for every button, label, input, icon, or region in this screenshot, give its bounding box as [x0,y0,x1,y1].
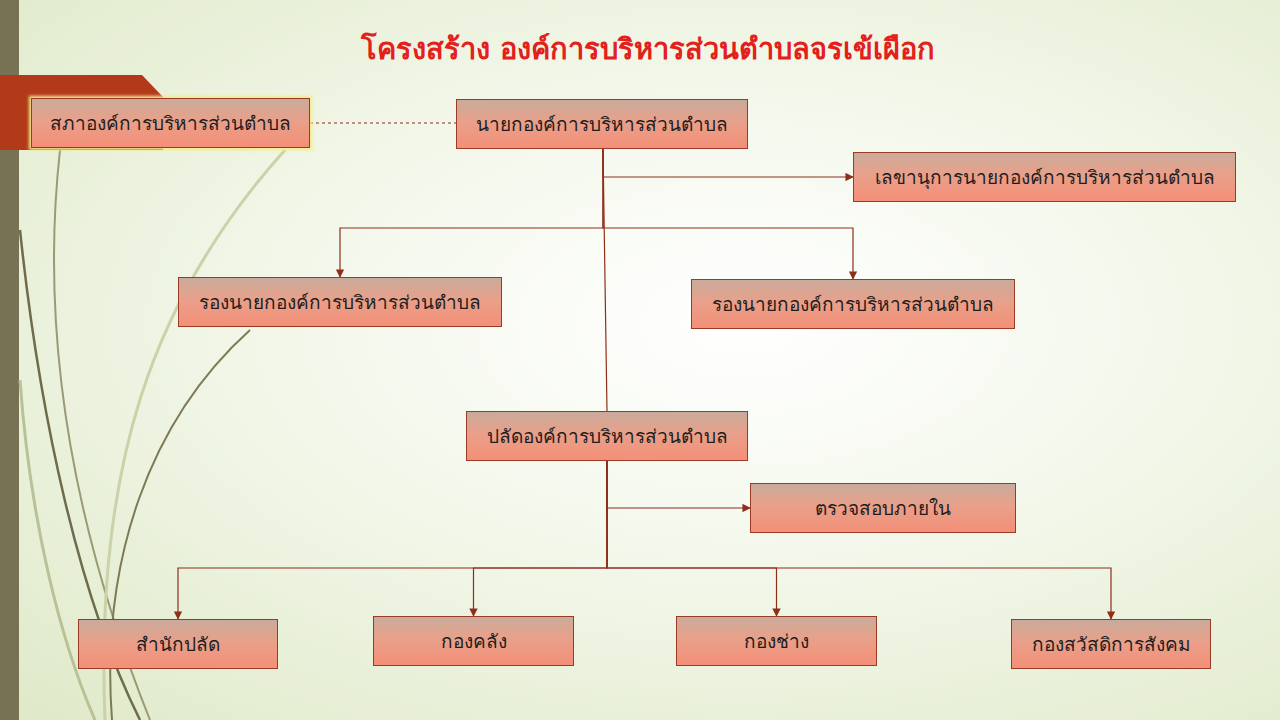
box-label: ปลัดองค์การบริหารส่วนตำบล [487,425,728,448]
connector [603,149,853,279]
org-box: สำนักปลัด [78,619,278,669]
connector [603,149,607,411]
box-label: สำนักปลัด [136,633,220,656]
org-box: กองคลัง [373,616,574,666]
connector [474,461,608,616]
connector [603,149,853,177]
org-box: ปลัดองค์การบริหารส่วนตำบล [466,411,748,461]
box-label: รองนายกองค์การบริหารส่วนตำบล [712,293,994,316]
connector [607,461,750,508]
org-box: นายกองค์การบริหารส่วนตำบล [456,99,748,149]
box-label: กองสวัสดิการสังคม [1032,633,1191,656]
org-box: กองช่าง [676,616,877,666]
box-label: กองช่าง [744,630,809,653]
connector [607,461,1111,619]
org-box: สภาองค์การบริหารส่วนตำบล [31,98,310,148]
box-label: กองคลัง [441,630,507,653]
connector [310,122,456,123]
connector [340,149,603,277]
box-label: สภาองค์การบริหารส่วนตำบล [50,112,291,135]
org-box: กองสวัสดิการสังคม [1011,619,1211,669]
org-box: ตรวจสอบภายใน [750,483,1016,533]
org-box: รองนายกองค์การบริหารส่วนตำบล [691,279,1015,329]
org-box: เลขานุการนายกองค์การบริหารส่วนตำบล [853,152,1236,202]
box-label: รองนายกองค์การบริหารส่วนตำบล [199,291,481,314]
box-label: ตรวจสอบภายใน [815,497,951,520]
box-label: นายกองค์การบริหารส่วนตำบล [476,113,728,136]
deco-curve [20,380,95,720]
org-box: รองนายกองค์การบริหารส่วนตำบล [178,277,502,327]
diagram-title: โครงสร้าง องค์การบริหารส่วนตำบลจรเข้เผือ… [0,26,1280,72]
connector [178,461,607,619]
box-label: เลขานุการนายกองค์การบริหารส่วนตำบล [875,166,1215,189]
